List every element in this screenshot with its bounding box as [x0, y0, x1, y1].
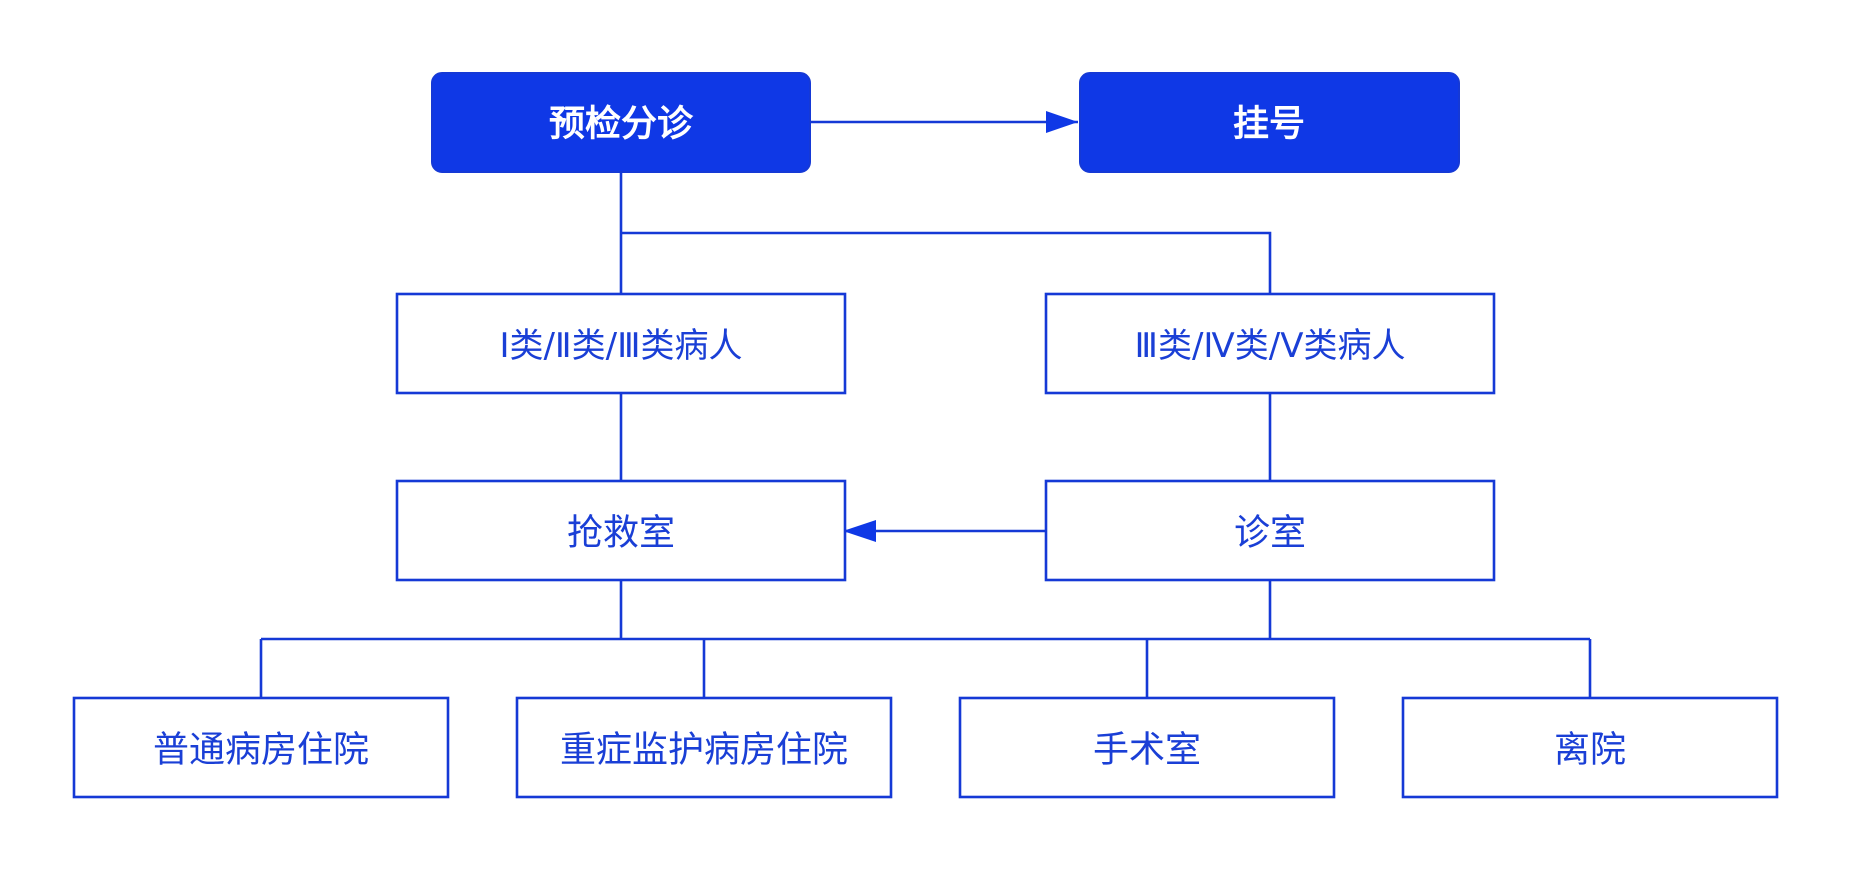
node-icu-ward-box [515, 696, 893, 799]
node-operating-room-box [958, 696, 1336, 799]
node-discharge-label: 离院 [1554, 730, 1626, 771]
node-class-3-5: Ⅲ类/Ⅳ类/Ⅴ类病人 [1044, 292, 1496, 395]
node-resuscitation-box [395, 479, 847, 582]
node-triage: 预检分诊 [431, 72, 811, 173]
node-general-ward: 普通病房住院 [72, 696, 450, 799]
node-consultation-box [1044, 479, 1496, 582]
node-registration: 挂号 [1079, 72, 1460, 173]
node-consultation: 诊室 [1044, 479, 1496, 582]
node-discharge-box [1401, 696, 1779, 799]
node-general-ward-box [72, 696, 450, 799]
node-consultation-label: 诊室 [1234, 513, 1306, 554]
node-registration-box [1079, 72, 1460, 173]
node-discharge: 离院 [1401, 696, 1779, 799]
arrowhead-registration [1046, 111, 1078, 133]
node-registration-label: 挂号 [1233, 104, 1305, 145]
node-class-3-5-box [1044, 292, 1496, 395]
node-class-3-5-label: Ⅲ类/Ⅳ类/Ⅴ类病人 [1135, 326, 1406, 366]
connector-triage-to-class-3-5 [621, 231, 1272, 294]
node-operating-room: 手术室 [958, 696, 1336, 799]
node-class-1-3: Ⅰ类/Ⅱ类/Ⅲ类病人 [395, 292, 847, 395]
connectors [259, 111, 1592, 698]
node-triage-label: 预检分诊 [549, 104, 694, 145]
node-resuscitation: 抢救室 [395, 479, 847, 582]
node-resuscitation-label: 抢救室 [567, 513, 675, 554]
node-icu-ward-label: 重症监护病房住院 [560, 730, 848, 771]
node-general-ward-label: 普通病房住院 [153, 730, 369, 771]
node-class-1-3-label: Ⅰ类/Ⅱ类/Ⅲ类病人 [499, 326, 742, 366]
node-class-1-3-box [395, 292, 847, 395]
node-triage-box [431, 72, 811, 173]
arrowhead-resuscitation [843, 520, 876, 542]
node-icu-ward: 重症监护病房住院 [515, 696, 893, 799]
node-operating-room-label: 手术室 [1093, 730, 1201, 771]
